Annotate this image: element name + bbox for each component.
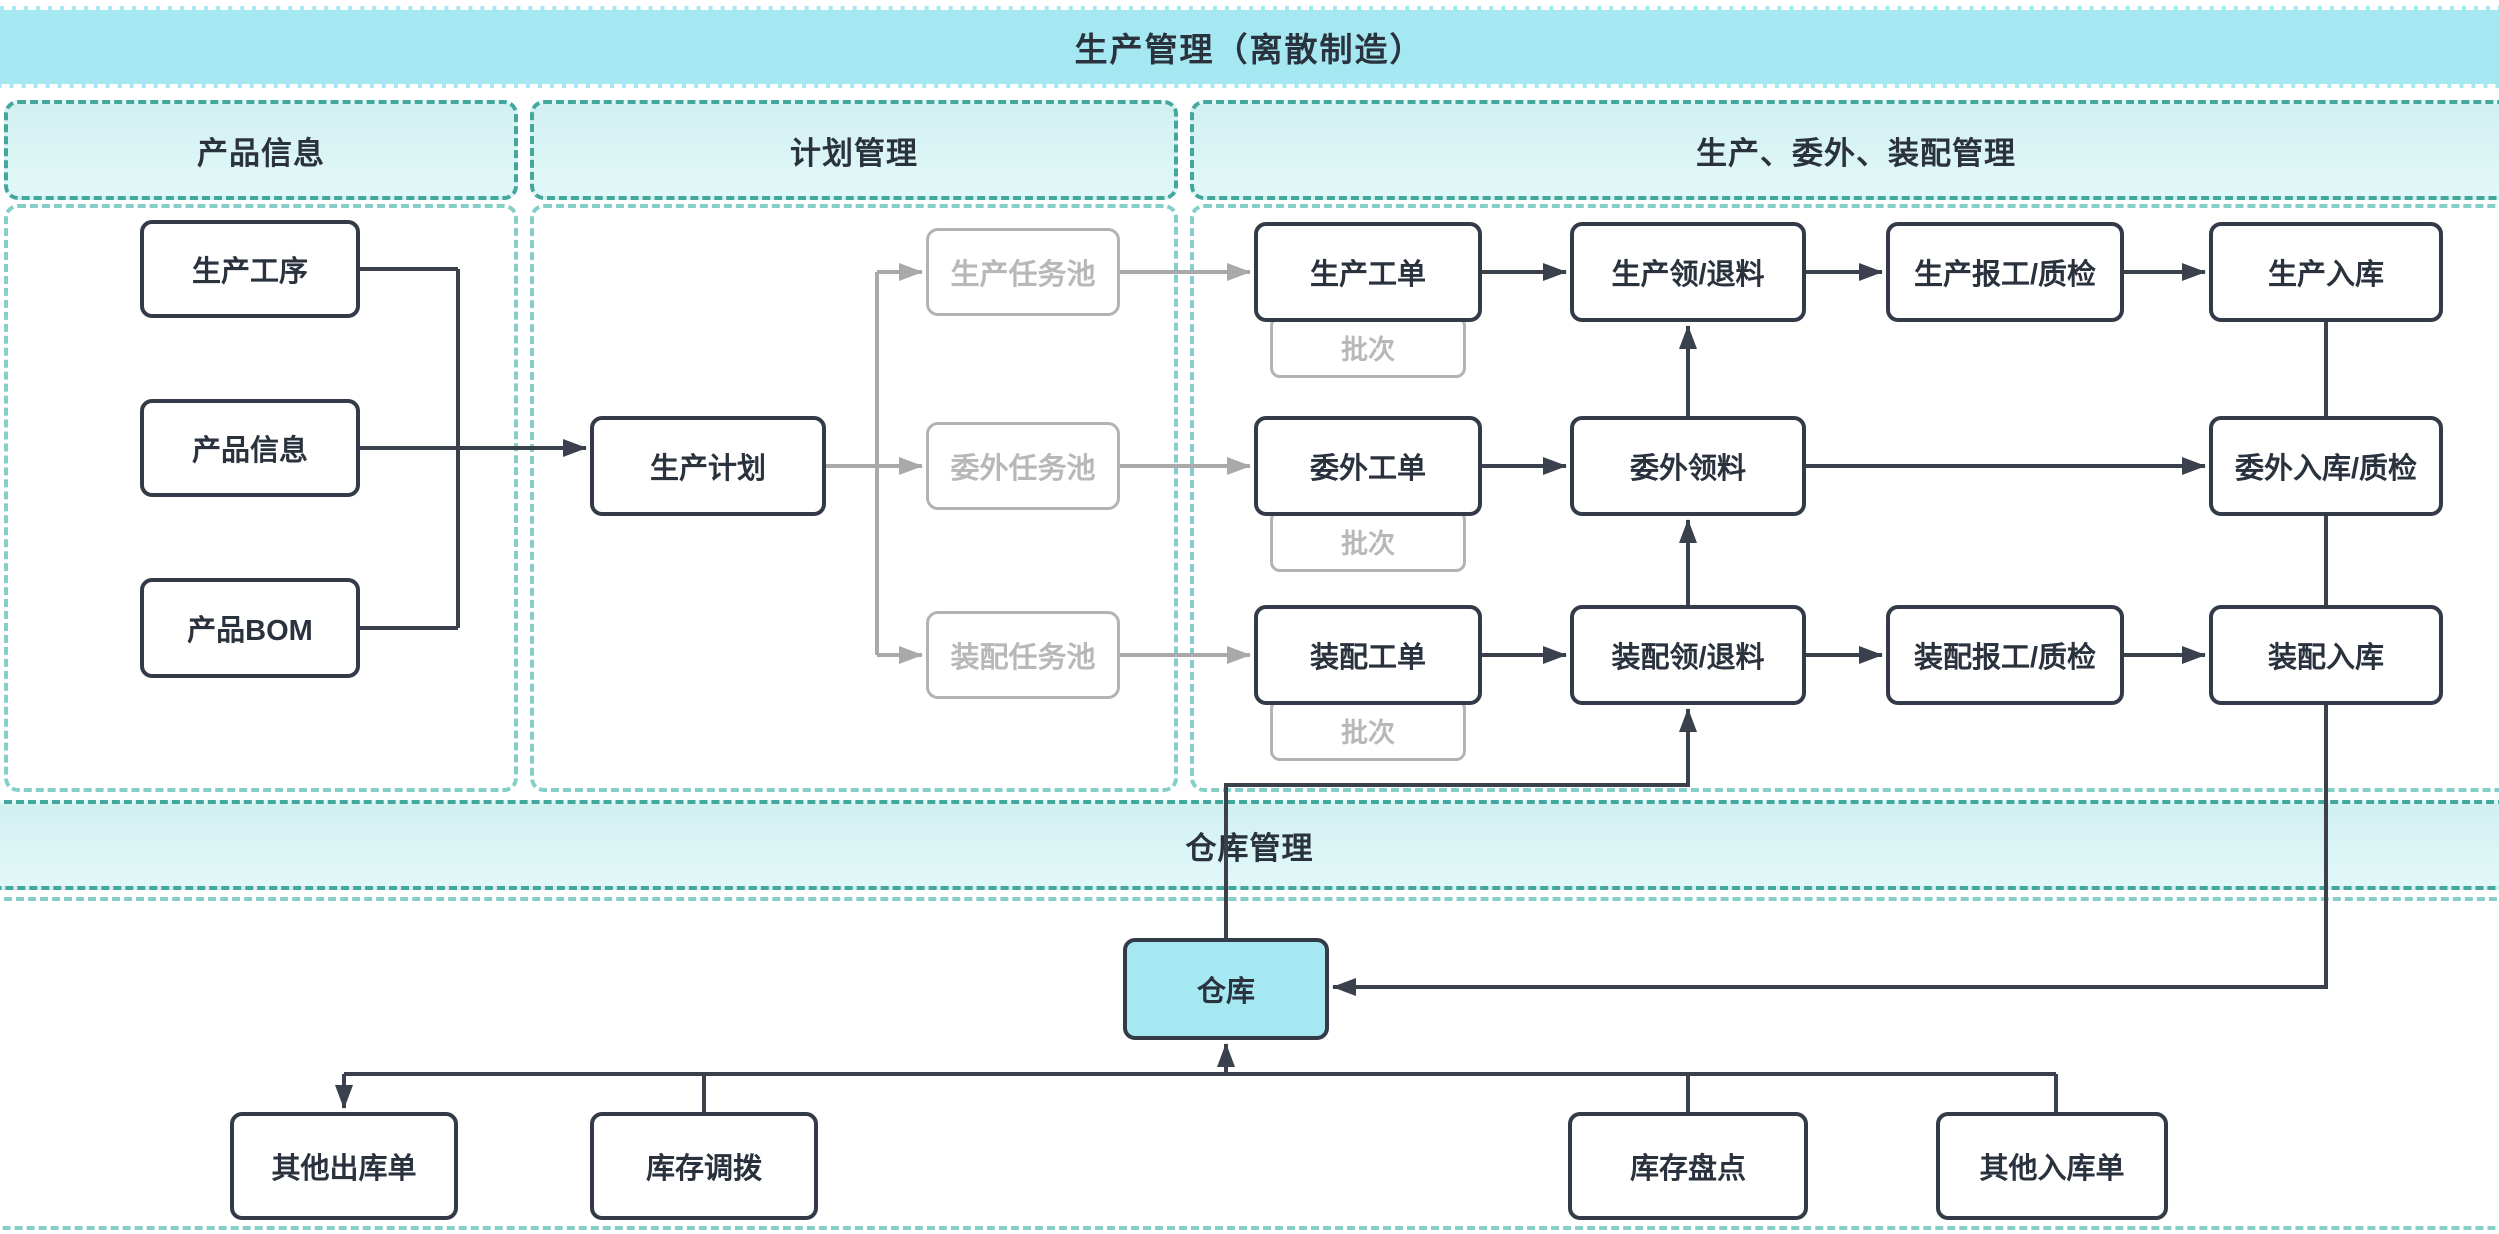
node-batch-assembly[interactable]: 批次	[1270, 699, 1466, 761]
node-assembly-inbound[interactable]: 装配入库	[2209, 605, 2443, 705]
node-outsourcing-work-order-label: 委外工单	[1309, 453, 1426, 485]
node-batch-outsourcing-label: 批次	[1341, 528, 1395, 559]
node-production-inbound-label: 生产入库	[2267, 259, 2384, 291]
node-other-inbound-order-label: 其他入库单	[1979, 1153, 2125, 1185]
node-product-bom-label: 产品BOM	[187, 615, 313, 647]
node-other-outbound-order[interactable]: 其他出库单	[230, 1112, 458, 1220]
node-production-issue-return-label: 生产领/退料	[1611, 259, 1765, 291]
node-batch-outsourcing[interactable]: 批次	[1270, 510, 1466, 572]
node-outsourcing-task-pool-label: 委外任务池	[950, 453, 1096, 485]
section-header-product-info-label: 产品信息	[197, 135, 325, 171]
banner-production-management: 生产管理（离散制造）	[0, 6, 2499, 88]
node-assembly-report-qc[interactable]: 装配报工/质检	[1886, 605, 2124, 705]
node-batch-production[interactable]: 批次	[1270, 316, 1466, 378]
node-production-plan[interactable]: 生产计划	[590, 416, 826, 516]
node-product-info-label: 产品信息	[191, 435, 308, 467]
node-production-work-order[interactable]: 生产工单	[1254, 222, 1482, 322]
node-assembly-work-order-label: 装配工单	[1309, 642, 1426, 674]
node-production-report-qc[interactable]: 生产报工/质检	[1886, 222, 2124, 322]
section-header-production-label: 生产、委外、装配管理	[1696, 135, 2016, 171]
node-production-inbound[interactable]: 生产入库	[2209, 222, 2443, 322]
node-production-process-label: 生产工序	[191, 256, 308, 288]
node-stock-transfer-label: 库存调拨	[645, 1153, 762, 1185]
node-assembly-inbound-label: 装配入库	[2267, 642, 2384, 674]
node-assembly-report-qc-label: 装配报工/质检	[1913, 642, 2097, 674]
node-assembly-issue-return-label: 装配领/退料	[1611, 642, 1765, 674]
node-outsourcing-issue[interactable]: 委外领料	[1570, 416, 1806, 516]
section-header-plan-label: 计划管理	[790, 135, 918, 171]
node-outsourcing-work-order[interactable]: 委外工单	[1254, 416, 1482, 516]
node-outsourcing-inbound-qc-label: 委外入库/质检	[2234, 453, 2418, 485]
node-stock-count[interactable]: 库存盘点	[1568, 1112, 1808, 1220]
banner-production-management-label: 生产管理（离散制造）	[1074, 31, 1425, 68]
node-assembly-issue-return[interactable]: 装配领/退料	[1570, 605, 1806, 705]
node-production-work-order-label: 生产工单	[1309, 259, 1426, 291]
node-production-issue-return[interactable]: 生产领/退料	[1570, 222, 1806, 322]
node-production-process[interactable]: 生产工序	[140, 220, 360, 318]
node-outsourcing-inbound-qc[interactable]: 委外入库/质检	[2209, 416, 2443, 516]
node-stock-count-label: 库存盘点	[1629, 1153, 1746, 1185]
node-batch-production-label: 批次	[1341, 334, 1395, 365]
node-production-report-qc-label: 生产报工/质检	[1913, 259, 2097, 291]
node-product-bom[interactable]: 产品BOM	[140, 578, 360, 678]
section-header-production: 生产、委外、装配管理	[1190, 100, 2499, 200]
node-production-plan-label: 生产计划	[649, 453, 766, 485]
node-assembly-task-pool-label: 装配任务池	[950, 642, 1096, 674]
node-product-info[interactable]: 产品信息	[140, 399, 360, 497]
banner-warehouse-management-label: 仓库管理	[1185, 830, 1314, 866]
node-assembly-task-pool[interactable]: 装配任务池	[926, 611, 1120, 699]
section-header-product-info: 产品信息	[4, 100, 518, 200]
node-batch-assembly-label: 批次	[1341, 717, 1395, 748]
node-production-task-pool[interactable]: 生产任务池	[926, 228, 1120, 316]
node-stock-transfer[interactable]: 库存调拨	[590, 1112, 818, 1220]
node-assembly-work-order[interactable]: 装配工单	[1254, 605, 1482, 705]
banner-warehouse-management: 仓库管理	[0, 800, 2499, 890]
node-other-inbound-order[interactable]: 其他入库单	[1936, 1112, 2168, 1220]
node-outsourcing-task-pool[interactable]: 委外任务池	[926, 422, 1120, 510]
node-warehouse[interactable]: 仓库	[1123, 938, 1329, 1040]
node-other-outbound-order-label: 其他出库单	[271, 1153, 417, 1185]
node-warehouse-label: 仓库	[1196, 976, 1255, 1008]
node-outsourcing-issue-label: 委外领料	[1629, 453, 1746, 485]
node-production-task-pool-label: 生产任务池	[950, 259, 1096, 291]
section-header-plan: 计划管理	[530, 100, 1178, 200]
